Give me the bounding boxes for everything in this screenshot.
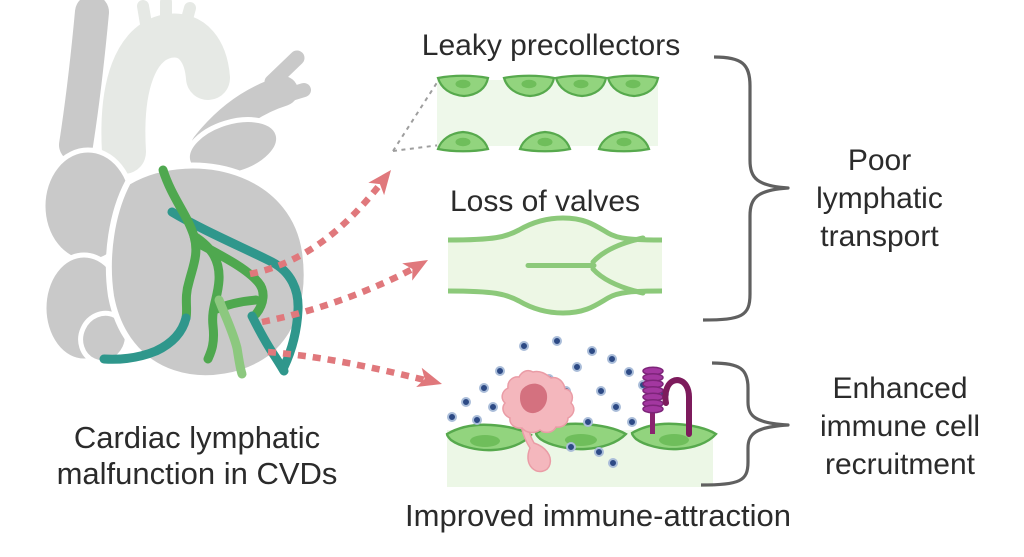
lymph-vessel-teal xyxy=(167,207,303,372)
lymph-vessel-green xyxy=(209,295,261,315)
immune-cell-nucleus xyxy=(520,383,548,414)
endothelial-cell xyxy=(606,74,660,98)
arrowhead-icon xyxy=(416,367,442,387)
heart-caption: Cardiac lymphatic malfunction in CVDs xyxy=(37,420,357,492)
poor-lymphatic-transport-label: Poor lymphatic transport xyxy=(787,142,972,256)
endothelial-cell-leaky xyxy=(436,130,490,153)
brace-poor-transport xyxy=(702,55,790,322)
leaky-precollectors-diagram xyxy=(436,74,660,153)
endothelial-cell-leaky xyxy=(518,130,572,153)
coil-receptor-icon xyxy=(642,366,664,434)
immune-recruitment-line3: recruitment xyxy=(824,448,976,481)
improved-immune-attraction-caption: Improved immune-attraction xyxy=(405,498,791,533)
zoom-line xyxy=(392,144,441,152)
hook-receptor-icon xyxy=(662,377,692,437)
immune-cell-tail xyxy=(520,421,552,473)
endothelial-cell xyxy=(502,74,556,98)
aorta-stub-icon xyxy=(178,2,196,36)
endothelial-cell xyxy=(436,74,490,98)
valve-loss-diagram xyxy=(447,215,663,316)
immune-cell xyxy=(501,369,575,473)
heart-caption-line2: malfunction in CVDs xyxy=(56,456,338,491)
poor-transport-line3: transport xyxy=(820,220,939,253)
poor-transport-line2: lymphatic xyxy=(816,182,943,215)
enhanced-immune-recruitment-label: Enhanced immune cell recruitment xyxy=(795,370,1005,484)
aorta-stub-icon xyxy=(137,0,153,36)
arrow-to-leaky-icon xyxy=(249,176,388,278)
endothelial-cell-leaky xyxy=(597,130,651,153)
heart-caption-line1: Cardiac lymphatic xyxy=(73,420,321,455)
pulmonary-prong-shape xyxy=(274,83,311,104)
immune-recruitment-line1: Enhanced xyxy=(832,372,968,405)
poor-transport-line1: Poor xyxy=(847,144,912,177)
dashed-arrows xyxy=(249,170,442,387)
arrow-to-valves-icon xyxy=(261,262,422,326)
arrowhead-icon xyxy=(402,260,428,281)
vessel-wall-top xyxy=(447,215,663,243)
vena-cava-shape xyxy=(59,0,109,162)
vessel-wall-bottom xyxy=(447,288,663,316)
heart-body-shape xyxy=(105,162,310,382)
loss-of-valves-title: Loss of valves xyxy=(449,185,641,218)
lymph-vessel-teal xyxy=(99,313,191,364)
endothelial-strip-cell xyxy=(536,424,626,449)
lymph-vessel-green xyxy=(181,231,201,323)
lymph-vessel-green xyxy=(191,237,268,319)
lymph-vessel-trunk xyxy=(158,165,199,241)
immune-recruitment-line2: immune cell xyxy=(819,410,981,443)
cardiac-lymphatic-vessels xyxy=(99,165,303,379)
arrowhead-icon xyxy=(368,170,391,196)
endothelial-strip-cell xyxy=(447,425,531,450)
zoom-line xyxy=(392,80,439,152)
pulmonary-prong-shape xyxy=(264,50,305,90)
arrow-to-immune-icon xyxy=(267,348,434,386)
aorta-arch-shape xyxy=(101,13,230,174)
immune-attraction-diagram xyxy=(447,336,716,487)
lymph-vessel-light-green xyxy=(214,295,247,379)
endothelial-cell xyxy=(554,74,608,98)
open-valve-leaflets xyxy=(525,235,646,296)
zoom-connector-lines xyxy=(392,80,441,152)
leaky-precollectors-title: Leaky precollectors xyxy=(421,29,681,62)
brace-immune-recruitment xyxy=(700,361,790,487)
